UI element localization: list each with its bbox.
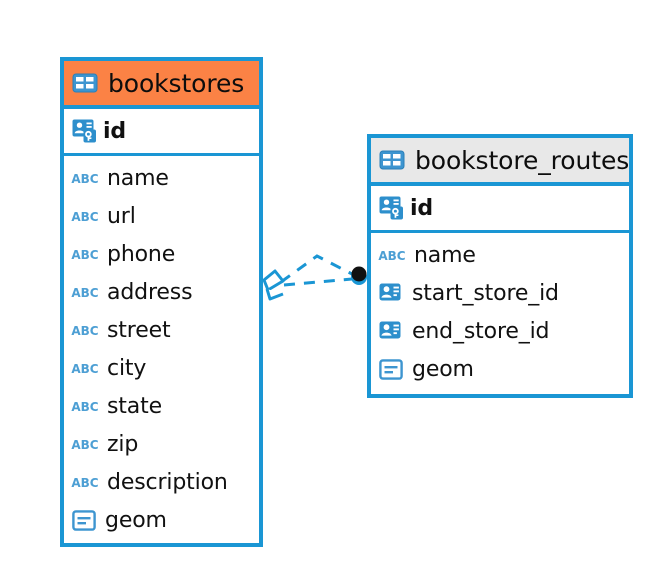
field-label: name: [107, 165, 169, 191]
field-row-description[interactable]: ABC description: [64, 463, 259, 501]
entity-title: bookstore_routes: [415, 145, 630, 175]
relationship-line-straight: [283, 277, 353, 287]
field-row-street[interactable]: ABC street: [64, 311, 259, 349]
field-row-primary-key[interactable]: id: [371, 186, 629, 230]
abc-icon: ABC: [71, 210, 99, 224]
field-row-geom[interactable]: geom: [64, 501, 259, 539]
field-row-name[interactable]: ABC name: [371, 236, 629, 274]
table-icon: [72, 73, 98, 93]
primary-key-icon: [379, 196, 404, 220]
abc-icon: ABC: [71, 438, 99, 452]
field-list-bookstores: ABC name ABC url ABC phone ABC address A…: [64, 156, 259, 539]
field-label: id: [103, 118, 126, 144]
entity-title: bookstores: [108, 68, 245, 98]
abc-icon: ABC: [71, 324, 99, 338]
primary-key-section: id: [64, 109, 259, 156]
field-label: zip: [107, 431, 139, 457]
field-row-zip[interactable]: ABC zip: [64, 425, 259, 463]
field-label: start_store_id: [412, 280, 559, 306]
field-label: state: [107, 393, 162, 419]
field-label: street: [107, 317, 171, 343]
field-label: geom: [105, 507, 167, 533]
field-label: id: [410, 195, 433, 221]
table-icon: [379, 150, 405, 170]
field-row-city[interactable]: ABC city: [64, 349, 259, 387]
field-label: end_store_id: [412, 318, 550, 344]
foreign-key-icon: [379, 321, 403, 341]
geometry-icon: [72, 509, 96, 531]
field-row-start-store-id[interactable]: start_store_id: [371, 274, 629, 312]
entity-bookstores[interactable]: bookstores: [60, 57, 263, 547]
field-row-geom[interactable]: geom: [371, 350, 629, 388]
field-label: phone: [107, 241, 176, 267]
abc-icon: ABC: [71, 248, 99, 262]
filled-circle-marker: [351, 266, 367, 285]
field-label: geom: [412, 356, 474, 382]
abc-icon: ABC: [71, 400, 99, 414]
field-label: name: [414, 242, 476, 268]
primary-key-section: id: [371, 186, 629, 233]
field-row-phone[interactable]: ABC phone: [64, 235, 259, 273]
abc-icon: ABC: [71, 476, 99, 490]
field-row-end-store-id[interactable]: end_store_id: [371, 312, 629, 350]
field-label: url: [107, 203, 136, 229]
field-row-address[interactable]: ABC address: [64, 273, 259, 311]
abc-icon: ABC: [71, 172, 99, 186]
entity-header-bookstore-routes[interactable]: bookstore_routes: [371, 138, 629, 186]
field-row-name[interactable]: ABC name: [64, 159, 259, 197]
field-label: description: [107, 469, 228, 495]
geometry-icon: [379, 358, 403, 380]
primary-key-icon: [72, 119, 97, 143]
entity-header-bookstores[interactable]: bookstores: [64, 61, 259, 109]
field-label: city: [107, 355, 147, 381]
field-list-bookstore-routes: ABC name start_store_id: [371, 233, 629, 388]
field-row-url[interactable]: ABC url: [64, 197, 259, 235]
abc-icon: ABC: [378, 249, 406, 263]
abc-icon: ABC: [71, 286, 99, 300]
relationship-line-peaked: [280, 254, 355, 284]
abc-icon: ABC: [71, 362, 99, 376]
diamond-marker: [262, 269, 285, 301]
foreign-key-icon: [379, 283, 403, 303]
field-row-state[interactable]: ABC state: [64, 387, 259, 425]
field-label: address: [107, 279, 193, 305]
entity-bookstore-routes[interactable]: bookstore_routes: [367, 134, 633, 398]
field-row-primary-key[interactable]: id: [64, 109, 259, 153]
